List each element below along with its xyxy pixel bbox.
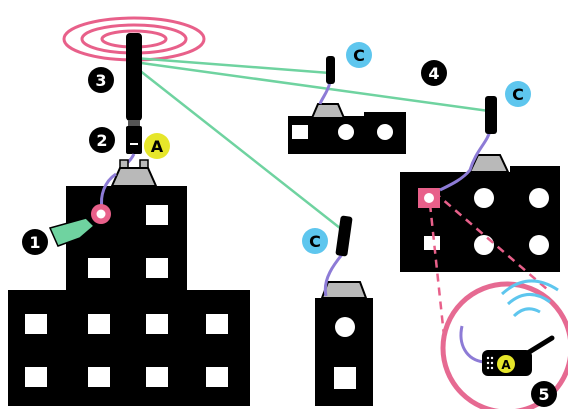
marker-5-label: 5 [538, 385, 549, 404]
main-antenna [119, 33, 142, 170]
link-to-right-client [133, 60, 490, 113]
link-to-bottom-client [133, 65, 346, 233]
badge-client-left-label: C [309, 232, 321, 251]
client-building-top [288, 56, 406, 154]
indoor-device-main [91, 204, 111, 224]
badge-zoom-device-label: A [501, 358, 511, 372]
badge-client-left-c: C [302, 228, 328, 254]
building-windows [25, 205, 228, 387]
pointer-arrow [48, 217, 96, 247]
client-building-right [400, 96, 560, 272]
marker-2-label: 2 [96, 131, 107, 150]
marker-1-label: 1 [29, 233, 40, 252]
marker-4: 4 [421, 60, 447, 86]
marker-2: 2 [89, 127, 115, 153]
wireless-links [133, 56, 490, 233]
marker-3-label: 3 [95, 71, 106, 90]
marker-4-label: 4 [428, 64, 439, 83]
marker-5: 5 [531, 381, 557, 407]
badge-client-right-label: C [512, 85, 524, 104]
main-mount [110, 159, 158, 187]
badge-client-top-label: C [353, 46, 365, 65]
zoom-ring [440, 279, 568, 409]
badge-client-right-c: C [505, 81, 531, 107]
device-signal-icon [500, 279, 559, 318]
badge-tower-a-label: A [151, 137, 164, 156]
main-building [8, 172, 250, 406]
client-building-bottom [315, 215, 373, 406]
zoom-lines [428, 191, 549, 337]
badge-tower-a: A [144, 133, 170, 159]
badge-client-top-c: C [346, 42, 372, 68]
marker-1: 1 [22, 229, 48, 255]
marker-3: 3 [88, 67, 114, 93]
badge-zoom-device-a: A [497, 355, 515, 373]
link-to-top-client [133, 56, 331, 75]
